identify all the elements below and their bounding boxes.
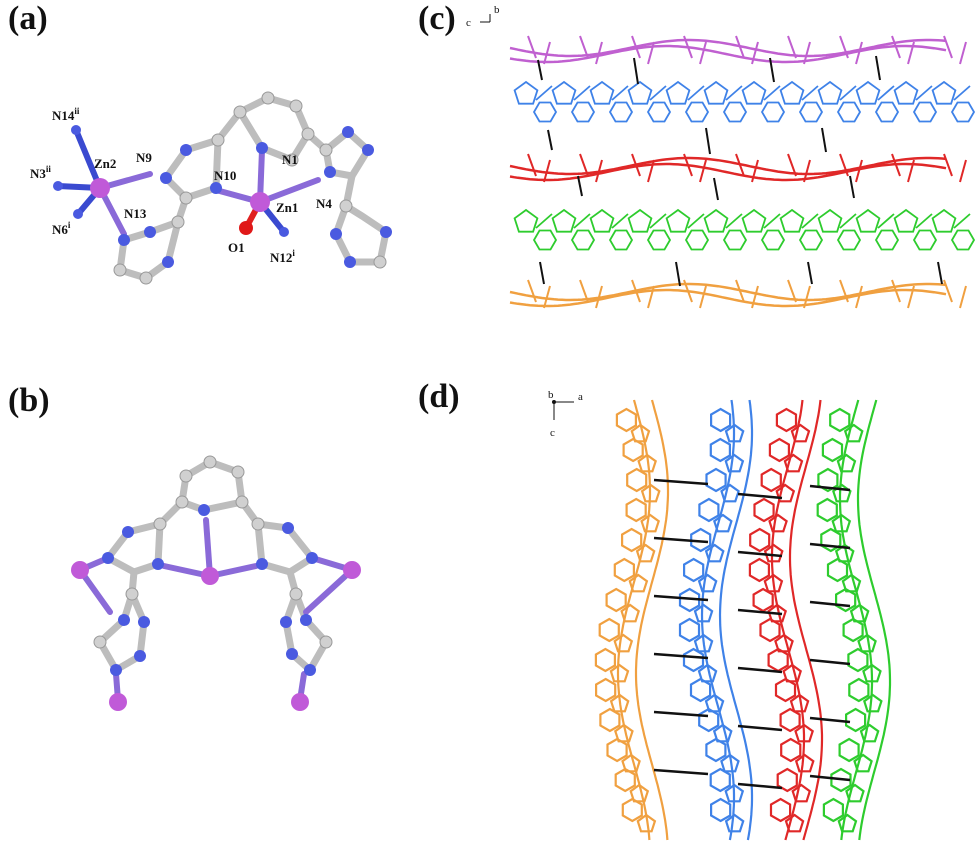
panel-a-molecule: N14ii N3ii N6i Zn2 N9 N13 N10 N1 Zn1 N4 …	[30, 91, 392, 285]
panel-d-axis-indicator: b a c	[548, 389, 583, 439]
panel-a-coordination-structure: N14ii N3ii N6i Zn2 N9 N13 N10 N1 Zn1 N4 …	[0, 0, 410, 360]
svg-text:N9: N9	[136, 150, 152, 165]
panel-b-molecule	[71, 455, 361, 711]
svg-text:c: c	[466, 17, 471, 29]
svg-text:Zn2: Zn2	[94, 156, 116, 171]
panel-d-framework-view: b a c	[418, 380, 978, 850]
svg-text:N14ii: N14ii	[52, 106, 80, 123]
interlayer-links	[537, 55, 943, 287]
column-red	[748, 399, 824, 841]
column-links	[653, 478, 851, 790]
chain-orange	[509, 279, 967, 309]
panel-a-bonds	[116, 94, 390, 282]
panel-label-d: (d)	[418, 378, 460, 415]
panel-c-chains: b c	[466, 4, 976, 309]
zinc-atom	[90, 178, 110, 198]
oxygen-atom	[239, 221, 253, 235]
panel-d-columns: b a c	[548, 389, 892, 841]
svg-text:N1: N1	[282, 152, 298, 167]
panel-a-atoms	[53, 91, 392, 285]
layer-blue	[513, 80, 976, 123]
svg-text:N13: N13	[124, 206, 147, 221]
column-blue	[678, 399, 754, 841]
panel-label-c: (c)	[418, 0, 456, 37]
layer-green	[513, 208, 976, 251]
panel-c-axis-indicator: b c	[466, 4, 500, 29]
chain-violet	[509, 35, 967, 65]
svg-text:N12i: N12i	[270, 248, 295, 265]
svg-text:c: c	[550, 427, 555, 439]
panel-b-bonds	[95, 458, 331, 676]
panel-c-layer-packing: b c	[418, 0, 978, 350]
panel-label-b: (b)	[8, 382, 50, 419]
svg-text:N4: N4	[316, 196, 332, 211]
panel-label-a: (a)	[8, 0, 48, 37]
svg-text:N3ii: N3ii	[30, 164, 51, 181]
svg-text:a: a	[578, 391, 583, 403]
column-green	[816, 399, 892, 841]
svg-text:b: b	[548, 389, 554, 401]
panel-b-atoms	[71, 455, 361, 711]
column-orange	[594, 399, 670, 841]
svg-text:O1: O1	[228, 240, 245, 255]
svg-text:Zn1: Zn1	[276, 200, 298, 215]
chain-red	[509, 153, 967, 183]
svg-text:N10: N10	[214, 168, 236, 183]
svg-text:b: b	[494, 4, 500, 16]
panel-a-atom-labels: N14ii N3ii N6i Zn2 N9 N13 N10 N1 Zn1 N4 …	[30, 106, 332, 265]
panel-b-ligand-connectivity	[0, 380, 410, 750]
svg-text:N6i: N6i	[52, 220, 71, 237]
